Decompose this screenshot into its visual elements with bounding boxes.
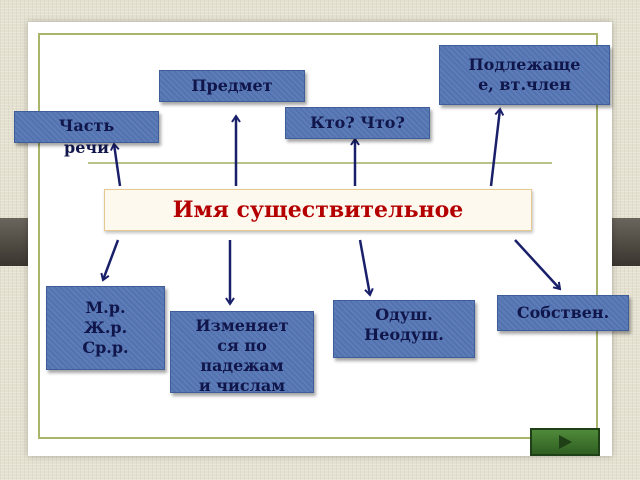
animacy-line-1: Одуш. (375, 305, 433, 324)
animacy-line-2: Неодуш. (364, 325, 444, 344)
gender-feminine: Ж.р. (83, 318, 128, 337)
box-proper: Собствен. (497, 295, 629, 331)
part-of-speech-line-2: речи (64, 138, 109, 157)
arrow-to-gender (100, 239, 120, 282)
main-title: Имя существительное (172, 197, 464, 223)
part-of-speech-line-1: Часть (58, 116, 115, 135)
question-label: Кто? Что? (310, 113, 405, 132)
box-subject: Подлежаще е, вт.член (439, 45, 610, 105)
gender-masculine: М.р. (85, 298, 126, 317)
arrow-to-animacy (358, 239, 374, 297)
slide-frame (38, 33, 598, 439)
divider-line (88, 162, 552, 164)
box-question: Кто? Что? (285, 107, 430, 139)
changes-line-3: падежам (200, 356, 284, 375)
box-changes: Изменяет ся по падежам и числам (170, 311, 314, 395)
box-animacy: Одуш. Неодуш. (333, 300, 475, 358)
changes-line-4: и числам (198, 376, 286, 395)
arrow-to-subject (489, 107, 505, 187)
box-part-of-speech: Часть речи (14, 111, 159, 157)
main-title-box: Имя существительное (104, 189, 532, 231)
object-label: Предмет (191, 76, 273, 95)
proper-label: Собствен. (516, 303, 610, 322)
subject-line-1: Подлежаще (468, 55, 581, 74)
arrow-to-proper (514, 239, 562, 291)
arrow-to-part-of-speech (109, 142, 122, 187)
box-gender: М.р. Ж.р. Ср.р. (46, 286, 165, 370)
changes-line-1: Изменяет (195, 316, 289, 335)
subject-line-2: е, вт.член (478, 75, 571, 94)
play-triangle-icon (559, 435, 572, 449)
next-slide-button[interactable] (530, 428, 600, 456)
changes-line-2: ся по (217, 336, 267, 355)
gender-neuter: Ср.р. (82, 338, 129, 357)
box-object: Предмет (159, 70, 305, 102)
